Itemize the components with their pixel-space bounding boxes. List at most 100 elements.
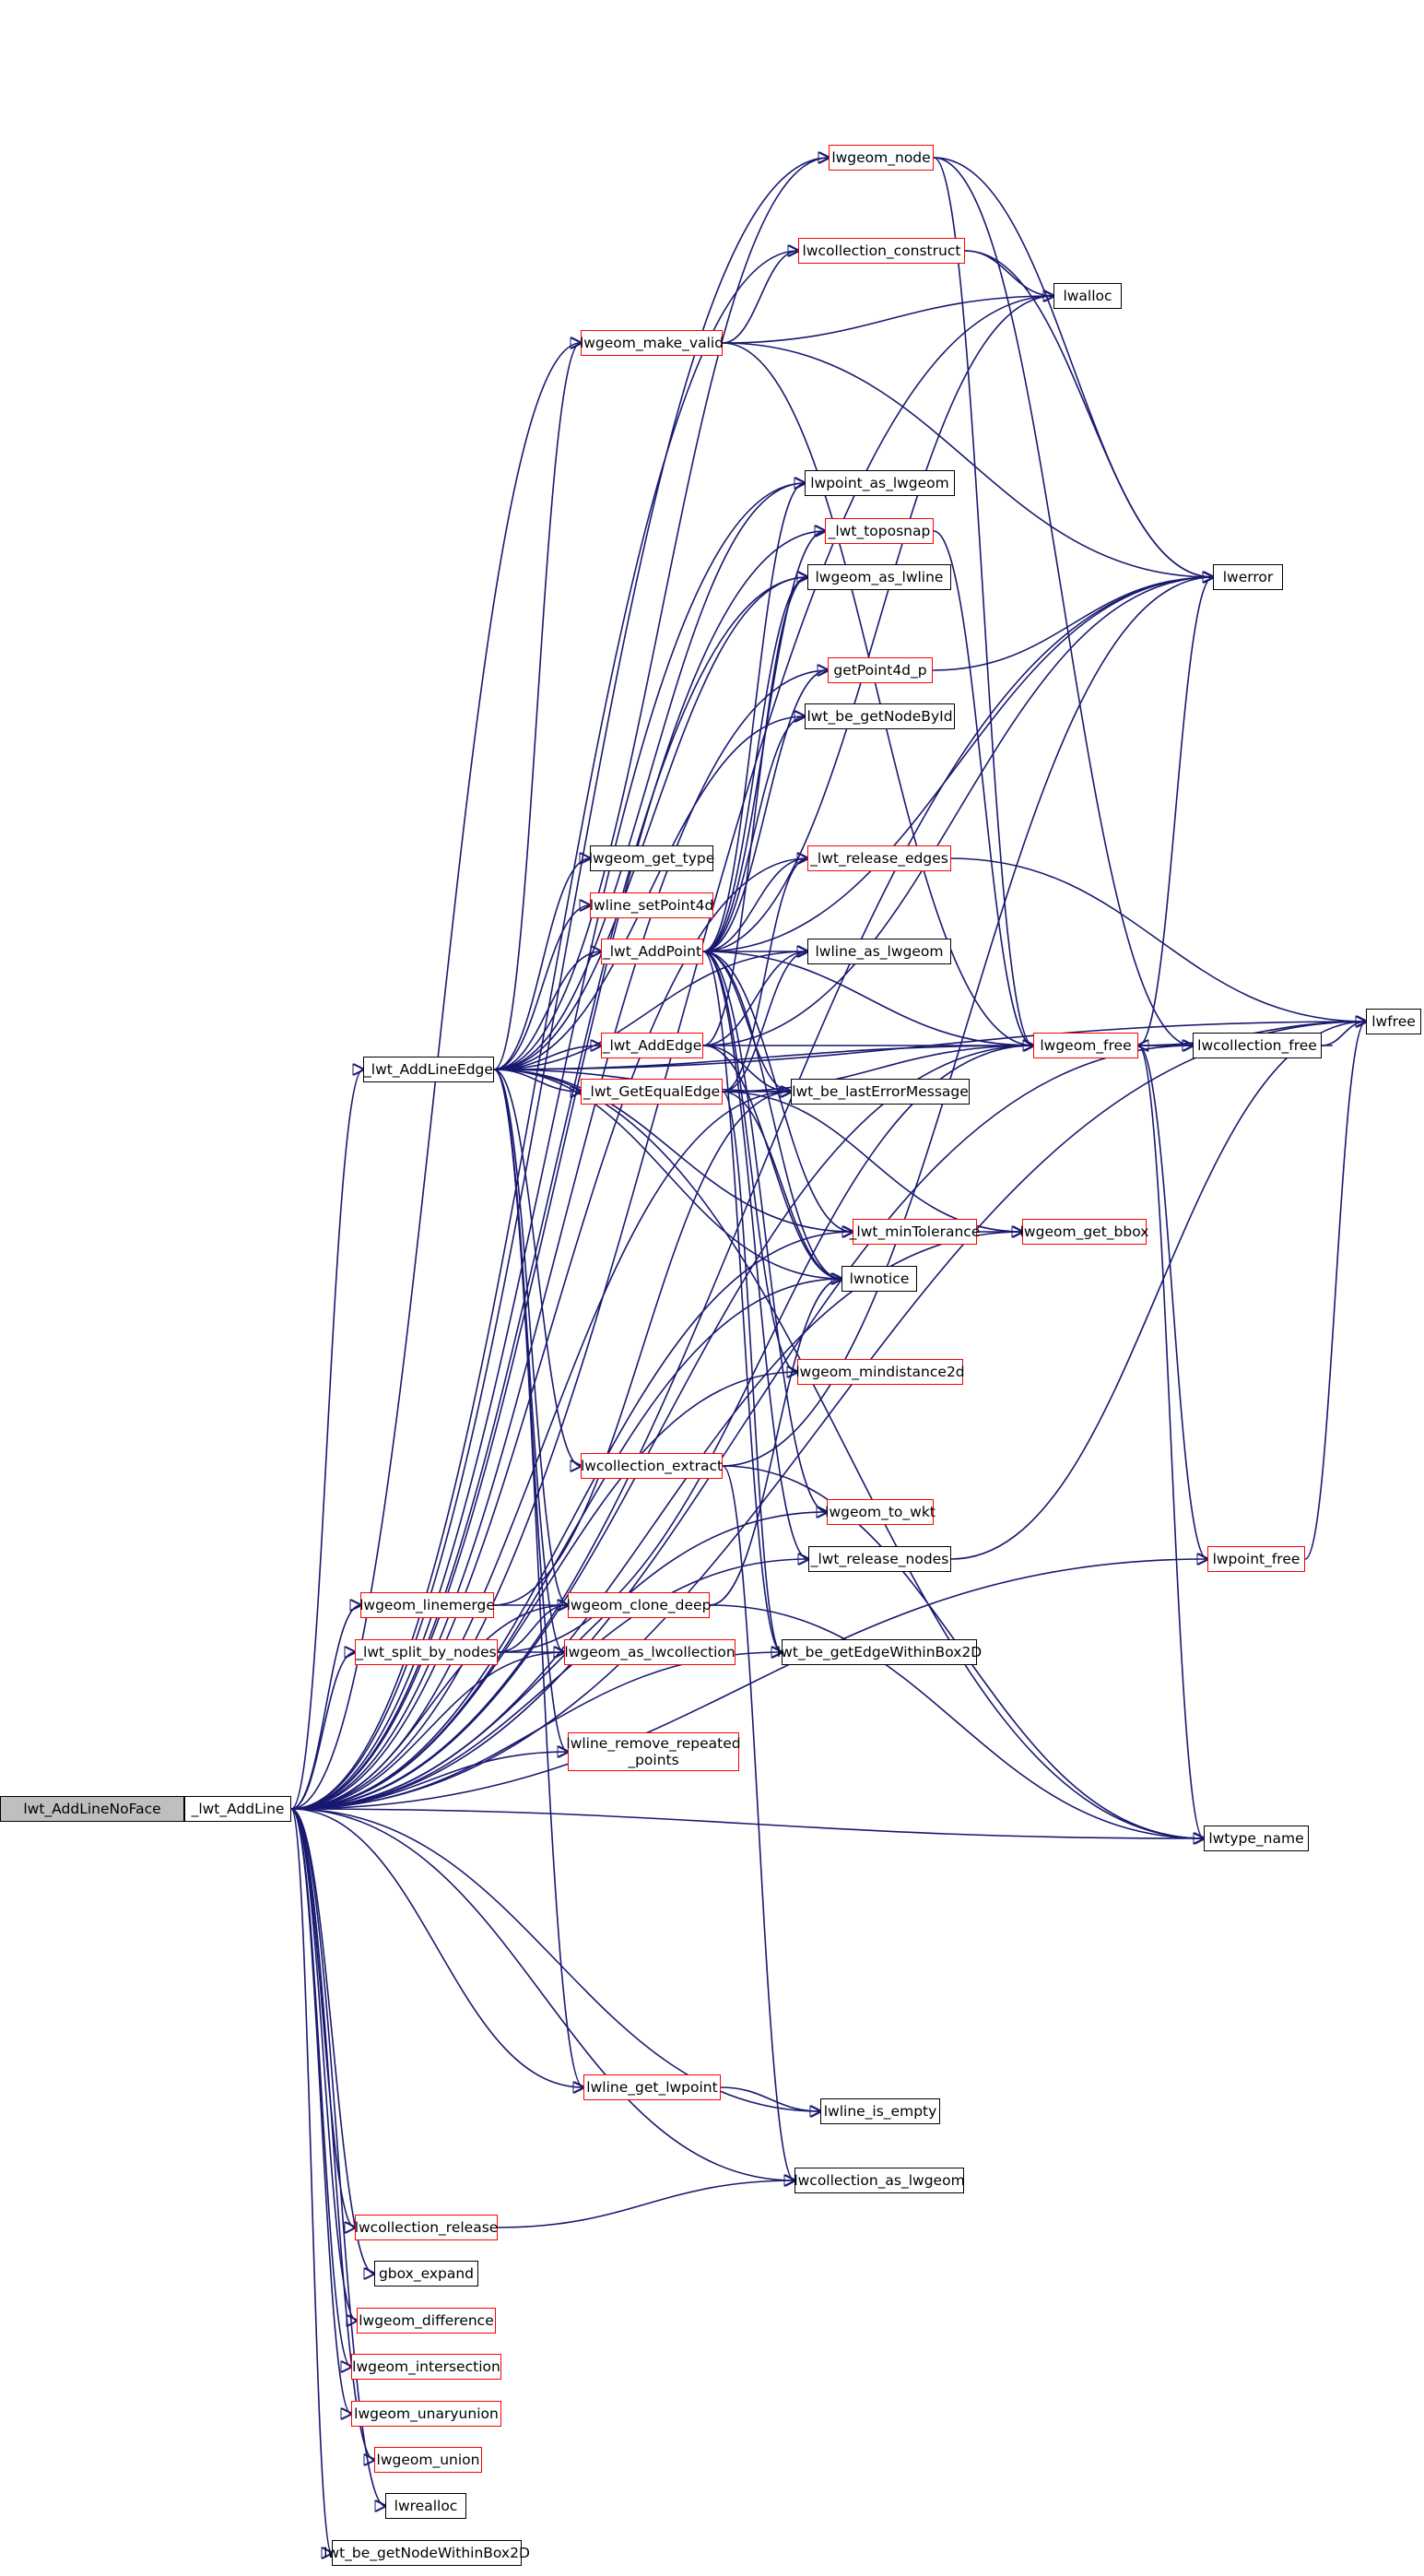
node-lwgeom-get-type[interactable]: lwgeom_get_type <box>589 845 714 871</box>
edge <box>493 858 590 1070</box>
edge <box>964 250 1053 296</box>
edge <box>290 1046 1033 1810</box>
node-lwgeom-union[interactable]: lwgeom_union <box>374 2447 482 2473</box>
node-lwt-release-nodes[interactable]: _lwt_release_nodes <box>808 1546 951 1572</box>
node-lwt-addedge[interactable]: _lwt_AddEdge <box>601 1033 703 1058</box>
node-lwt-be-getedgewithinbox2d[interactable]: lwt_be_getEdgeWithinBox2D <box>777 1639 982 1665</box>
edge <box>720 2086 820 2111</box>
node-lwgeom-mindistance2d[interactable]: lwgeom_mindistance2d <box>795 1359 965 1385</box>
node-lwcollection-release[interactable]: lwcollection_release <box>355 2215 498 2240</box>
node-lwt-addlineedge[interactable]: _lwt_AddLineEdge <box>363 1057 494 1082</box>
edge <box>702 296 1053 952</box>
node-lwgeom-linemerge[interactable]: lwgeom_linemerge <box>359 1592 495 1618</box>
node-lwfree[interactable]: lwfree <box>1366 1009 1421 1034</box>
node-lwgeom-difference[interactable]: lwgeom_difference <box>357 2308 496 2334</box>
node-lwalloc[interactable]: lwalloc <box>1053 283 1122 309</box>
edge <box>290 1069 363 1810</box>
edge <box>933 157 1213 577</box>
node-lwgeom-node[interactable]: lwgeom_node <box>829 145 934 171</box>
node-lwtype-name[interactable]: lwtype_name <box>1204 1826 1309 1851</box>
node-lwt-addpoint[interactable]: _lwt_AddPoint <box>601 939 703 964</box>
edge <box>722 577 1213 1467</box>
node-lwt-release-edges[interactable]: _lwt_release_edges <box>807 845 951 871</box>
node-lwpoint-as-lwgeom[interactable]: lwpoint_as_lwgeom <box>805 470 955 496</box>
edge <box>933 157 1033 1046</box>
edge <box>290 1652 564 1810</box>
edge <box>290 1808 351 2367</box>
edge <box>722 1091 782 1652</box>
node-lwline-get-lwpoint[interactable]: lwline_get_lwpoint <box>583 2074 721 2100</box>
node-lwgeom-clone-deep[interactable]: lwgeom_clone_deep <box>567 1592 711 1618</box>
node-gbox-expand[interactable]: gbox_expand <box>374 2261 478 2286</box>
node-lwgeom-as-lwline[interactable]: lwgeom_as_lwline <box>807 564 951 590</box>
node-lwt-addline[interactable]: _lwt_AddLine <box>184 1796 291 1822</box>
edge <box>290 531 825 1810</box>
edge <box>722 342 1033 1046</box>
edge <box>290 483 805 1810</box>
edge <box>493 158 829 1070</box>
edge <box>493 1069 853 1232</box>
node-lwcollection-construct[interactable]: lwcollection_construct <box>798 238 965 264</box>
edge <box>722 1091 841 1279</box>
node-lwcollection-as-lwgeom[interactable]: lwcollection_as_lwgeom <box>794 2168 965 2193</box>
node-lwt-toposnap[interactable]: _lwt_toposnap <box>825 518 934 544</box>
edge <box>493 1069 568 1605</box>
edge <box>709 1279 841 1606</box>
node-lwgeom-to-wkt[interactable]: lwgeom_to_wkt <box>825 1499 936 1525</box>
node-lwrealloc[interactable]: lwrealloc <box>385 2493 466 2519</box>
node-lwt-addlinenoface: lwt_AddLineNoFace <box>0 1796 184 1822</box>
node-lwt-be-getnodewithinbox2d[interactable]: lwt_be_getNodeWithinBox2D <box>324 2540 530 2566</box>
node-lwline-remove-repeated-points[interactable]: lwline_remove_repeated _points <box>566 1732 741 1771</box>
edge <box>290 1808 583 2087</box>
node-lwgeom-intersection[interactable]: lwgeom_intersection <box>351 2354 501 2380</box>
edge <box>290 158 829 1810</box>
node-lwgeom-as-lwcollection[interactable]: lwgeom_as_lwcollection <box>564 1639 736 1665</box>
node-lwt-split-by-nodes[interactable]: _lwt_split_by_nodes <box>355 1639 498 1665</box>
edge <box>932 577 1213 671</box>
edge <box>722 296 1053 344</box>
edge <box>493 1046 601 1070</box>
edge <box>702 951 1033 1046</box>
edge <box>702 577 807 952</box>
node-lwline-is-empty[interactable]: lwline_is_empty <box>820 2098 940 2124</box>
edge <box>702 577 1213 952</box>
edge <box>290 1808 332 2553</box>
node-lwt-be-getnodebyid[interactable]: lwt_be_getNodeById <box>805 703 955 729</box>
edge <box>290 577 807 1810</box>
edge <box>709 1604 1204 1838</box>
edge <box>493 343 581 1070</box>
edge <box>702 951 841 1279</box>
edge <box>290 1808 385 2506</box>
node-lwpoint-free[interactable]: lwpoint_free <box>1207 1546 1305 1572</box>
edge <box>493 905 590 1070</box>
edge <box>702 951 807 1046</box>
edge <box>493 1069 583 2087</box>
edge <box>702 577 807 1046</box>
edge <box>290 1372 797 1810</box>
node-getpoint4d-p[interactable]: getPoint4d_p <box>828 657 933 683</box>
node-lwgeom-make-valid[interactable]: lwgeom_make_valid <box>580 330 724 356</box>
node-lwnotice[interactable]: lwnotice <box>841 1266 917 1292</box>
edge <box>702 951 782 1652</box>
edge <box>493 951 601 1070</box>
node-lwgeom-unaryunion[interactable]: lwgeom_unaryunion <box>351 2401 501 2427</box>
node-lwt-mintolerance[interactable]: _lwt_minTolerance <box>850 1219 980 1245</box>
edge <box>290 670 828 1810</box>
node-lwgeom-free[interactable]: lwgeom_free <box>1033 1033 1138 1058</box>
edge <box>290 1232 853 1810</box>
node-lwgeom-get-bbox[interactable]: lwgeom_get_bbox <box>1020 1219 1148 1245</box>
node-lwline-as-lwgeom[interactable]: lwline_as_lwgeom <box>807 939 951 964</box>
node-lwerror[interactable]: lwerror <box>1213 564 1283 590</box>
edge <box>493 951 807 1070</box>
edge <box>290 1808 374 2274</box>
node-lwt-be-lasterrormessage[interactable]: lwt_be_lastErrorMessage <box>791 1079 970 1105</box>
node-lwt-getequaledge[interactable]: _lwt_GetEqualEdge <box>581 1079 723 1105</box>
node-lwcollection-extract[interactable]: lwcollection_extract <box>581 1453 723 1479</box>
edge <box>702 951 808 1559</box>
edge <box>950 857 1366 1022</box>
node-lwcollection-free[interactable]: lwcollection_free <box>1193 1033 1322 1058</box>
edge <box>722 951 807 1093</box>
node-lwline-setpoint4d[interactable]: lwline_setPoint4d <box>590 892 713 918</box>
